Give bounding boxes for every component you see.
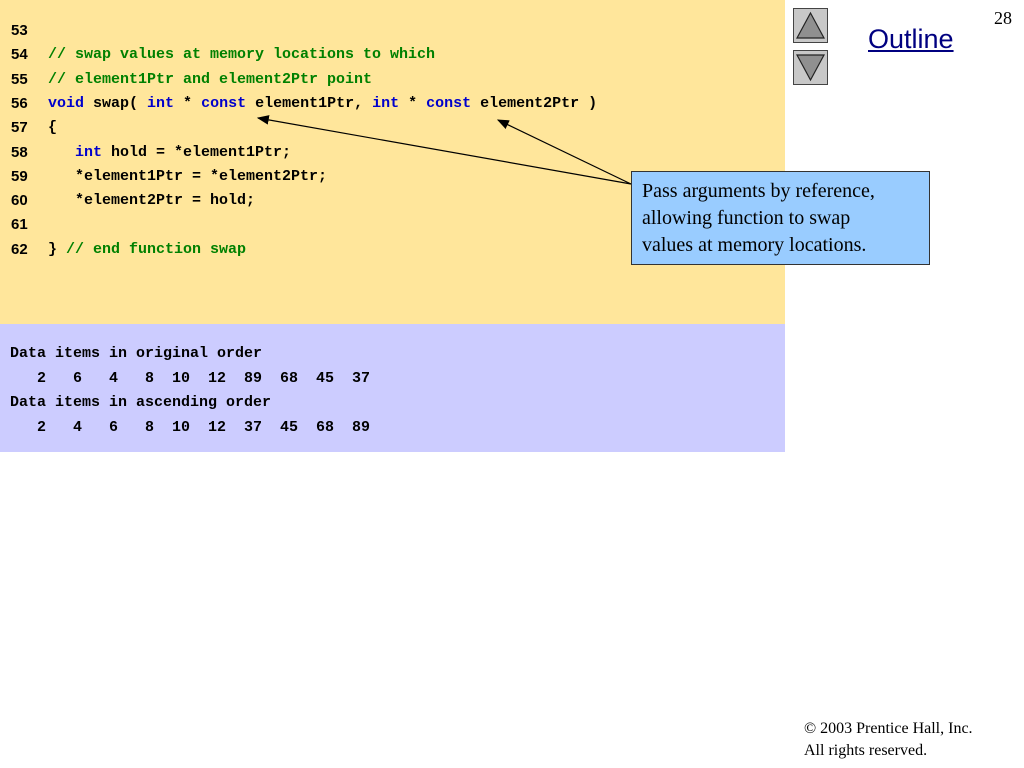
line-number: 58: [11, 143, 28, 161]
code-token: swap(: [84, 94, 148, 112]
code-comment: // element1Ptr and element2Ptr point: [48, 70, 373, 88]
code-text: *element2Ptr = hold;: [48, 189, 255, 213]
line-number: 61: [11, 216, 28, 234]
code-text: // swap values at memory locations to wh…: [48, 43, 435, 67]
code-token: *element2Ptr = hold;: [48, 192, 256, 210]
line-number: 59: [11, 167, 28, 185]
code-token: hold = *element1Ptr;: [102, 143, 292, 161]
code-keyword: const: [426, 94, 472, 112]
line-number: 57: [11, 119, 28, 137]
rights-line: All rights reserved.: [804, 742, 928, 759]
triangle-up-icon: [795, 11, 826, 39]
outline-link[interactable]: Outline: [868, 24, 954, 54]
line-number: 55: [11, 70, 28, 88]
output-panel: Data items in original order 2 6 4 8 10 …: [0, 324, 785, 452]
code-token: *: [174, 94, 202, 112]
output-line: Data items in ascending order: [10, 394, 272, 411]
code-token: element2Ptr ): [471, 94, 598, 112]
code-comment: // end function swap: [66, 240, 247, 258]
copyright-symbol: ©: [804, 720, 817, 737]
line-number: 54: [11, 46, 28, 64]
arrow-to-element1ptr: [256, 115, 632, 185]
copyright-text: 2003 Prentice Hall, Inc.: [816, 720, 973, 737]
output-line: Data items in original order: [10, 345, 263, 362]
code-text: {: [48, 116, 57, 140]
copyright-line: © 2003 Prentice Hall, Inc.: [804, 718, 973, 740]
code-keyword: void: [48, 94, 85, 112]
code-keyword: int: [372, 94, 400, 112]
code-token: *element1Ptr = *element2Ptr;: [48, 167, 328, 185]
copyright-footer: © 2003 Prentice Hall, Inc. All rights re…: [804, 718, 973, 762]
line-number: 56: [11, 94, 28, 112]
output-line: 2 4 6 8 10 12 37 45 68 89: [10, 418, 371, 436]
code-token: {: [48, 119, 58, 137]
code-text: void swap( int * const element1Ptr, int …: [48, 92, 597, 116]
code-keyword: int: [75, 143, 103, 161]
code-text: // element1Ptr and element2Ptr point: [48, 68, 372, 92]
callout-box: Pass arguments by reference, allowing fu…: [631, 171, 930, 265]
code-keyword: const: [201, 94, 247, 112]
callout-arrows: [256, 115, 632, 185]
line-number: 60: [11, 192, 28, 210]
next-slide-button[interactable]: [793, 50, 828, 85]
code-keyword: int: [147, 94, 175, 112]
code-comment: // swap values at memory locations to wh…: [48, 46, 436, 64]
triangle-down-icon: [795, 54, 826, 82]
callout-line-3: values at memory locations.: [642, 234, 867, 256]
line-number: 53: [11, 22, 28, 39]
code-token: *: [399, 94, 427, 112]
page-number: 28: [994, 8, 1012, 28]
code-text: *element1Ptr = *element2Ptr;: [48, 165, 327, 189]
code-token: }: [48, 240, 67, 258]
callout-line-2: allowing function to swap: [642, 207, 851, 229]
arrow-to-element2ptr: [496, 119, 632, 185]
code-text: int hold = *element1Ptr;: [48, 141, 291, 165]
code-token: element1Ptr,: [246, 94, 373, 112]
previous-slide-button[interactable]: [793, 8, 828, 43]
code-panel: 53 54 // swap values at memory locations t…: [0, 0, 785, 324]
callout-line-1: Pass arguments by reference,: [642, 180, 875, 202]
code-text: } // end function swap: [48, 238, 246, 262]
output-line: 2 6 4 8 10 12 89 68 45 37: [10, 369, 371, 387]
line-number: 62: [11, 240, 28, 258]
